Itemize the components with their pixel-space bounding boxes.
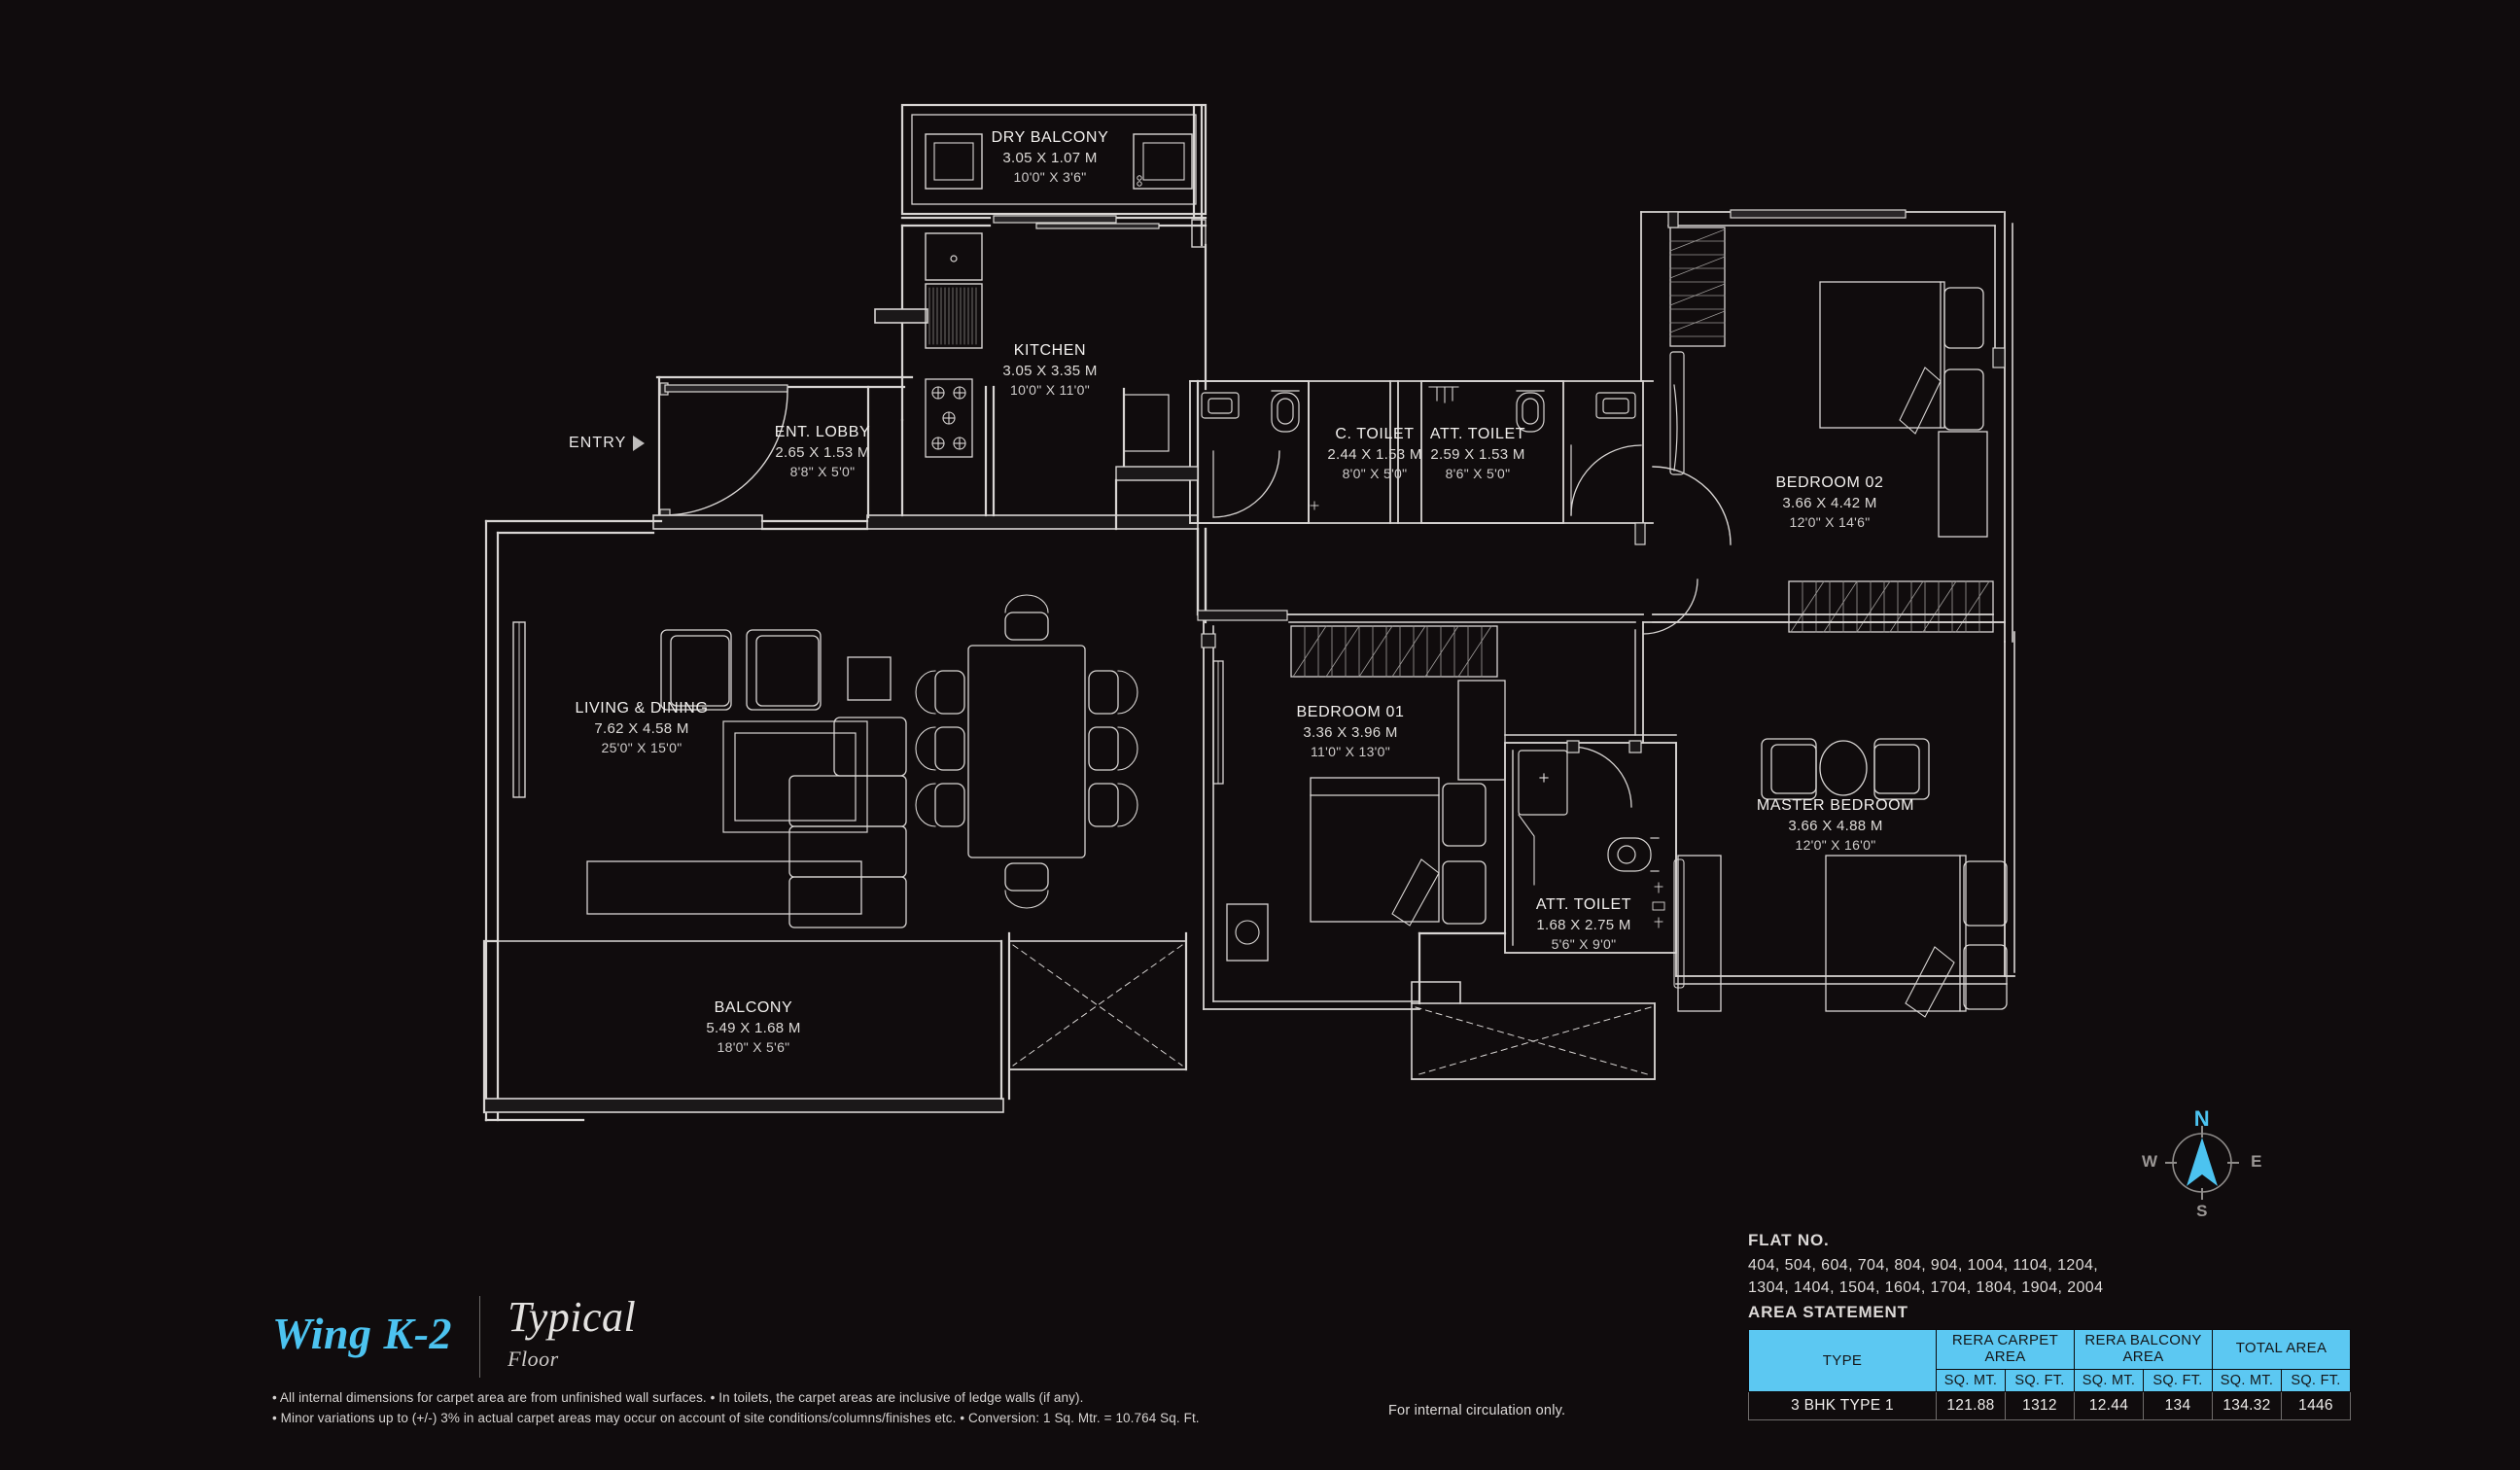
col-header-unit: SQ. MT.	[1936, 1368, 2006, 1392]
cell-carpet-sqmt: 121.88	[1936, 1390, 2006, 1420]
compass-south-label: S	[2196, 1202, 2208, 1220]
col-header-unit: SQ. FT.	[2281, 1368, 2351, 1392]
wing-title: Wing K-2	[272, 1309, 453, 1358]
area-statement-table: TYPE RERA CARPET AREA RERA BALCONY AREA …	[1748, 1329, 2351, 1420]
plan-type-block: Typical Floor	[508, 1296, 636, 1370]
col-header-total: TOTAL AREA	[2212, 1329, 2351, 1370]
compass-west-label: W	[2142, 1152, 2158, 1171]
area-statement-block: AREA STATEMENT TYPE RERA CARPET AREA RER…	[1748, 1303, 2351, 1420]
col-header-rera-carpet: RERA CARPET AREA	[1936, 1329, 2075, 1370]
cell-total-sqft: 1446	[2281, 1390, 2351, 1420]
cell-balcony-sqft: 134	[2143, 1390, 2213, 1420]
compass-rose: N S W E	[2142, 1106, 2262, 1220]
triangle-right-icon	[633, 436, 646, 451]
branding-block: Wing K-2 Typical Floor	[272, 1296, 636, 1378]
cell-carpet-sqft: 1312	[2005, 1390, 2075, 1420]
area-statement-title: AREA STATEMENT	[1748, 1303, 1908, 1321]
entry-label: ENTRY	[569, 435, 627, 451]
internal-circulation-note: For internal circulation only.	[1388, 1403, 1566, 1418]
table-row: 3 BHK TYPE 1 121.88 1312 12.44 134 134.3…	[1748, 1390, 2351, 1420]
flat-no-block: FLAT NO. 404, 504, 604, 704, 804, 904, 1…	[1748, 1231, 2292, 1299]
col-header-rera-balcony: RERA BALCONY AREA	[2074, 1329, 2213, 1370]
col-header-unit: SQ. FT.	[2005, 1368, 2075, 1392]
footnotes-block: • All internal dimensions for carpet are…	[272, 1388, 1303, 1428]
compass-needle-icon	[2165, 1126, 2239, 1200]
branding-divider	[479, 1296, 481, 1378]
col-header-unit: SQ. MT.	[2212, 1368, 2282, 1392]
table-group-header-row: TYPE RERA CARPET AREA RERA BALCONY AREA …	[1748, 1329, 2351, 1392]
flat-no-title: FLAT NO.	[1748, 1231, 1830, 1249]
entry-marker: ENTRY	[569, 435, 646, 452]
cell-type: 3 BHK TYPE 1	[1748, 1390, 1937, 1420]
compass-north-label: N	[2193, 1106, 2211, 1131]
footnote-line-1: • All internal dimensions for carpet are…	[272, 1390, 1084, 1405]
flat-no-line: 404, 504, 604, 704, 804, 904, 1004, 1104…	[1748, 1257, 2099, 1274]
plan-type-title: Typical	[508, 1293, 637, 1341]
table-head: TYPE RERA CARPET AREA RERA BALCONY AREA …	[1748, 1329, 2351, 1392]
plan-type-subtitle: Floor	[508, 1347, 559, 1371]
flat-no-line: 1304, 1404, 1504, 1604, 1704, 1804, 1904…	[1748, 1278, 2104, 1296]
cell-total-sqmt: 134.32	[2212, 1390, 2282, 1420]
col-header-unit: SQ. MT.	[2074, 1368, 2144, 1392]
compass-east-label: E	[2251, 1152, 2262, 1171]
col-header-unit: SQ. FT.	[2143, 1368, 2213, 1392]
table-body: 3 BHK TYPE 1 121.88 1312 12.44 134 134.3…	[1748, 1390, 2351, 1420]
cell-balcony-sqmt: 12.44	[2074, 1390, 2144, 1420]
col-header-type: TYPE	[1748, 1329, 1937, 1392]
footnote-line-2: • Minor variations up to (+/-) 3% in act…	[272, 1410, 1200, 1425]
